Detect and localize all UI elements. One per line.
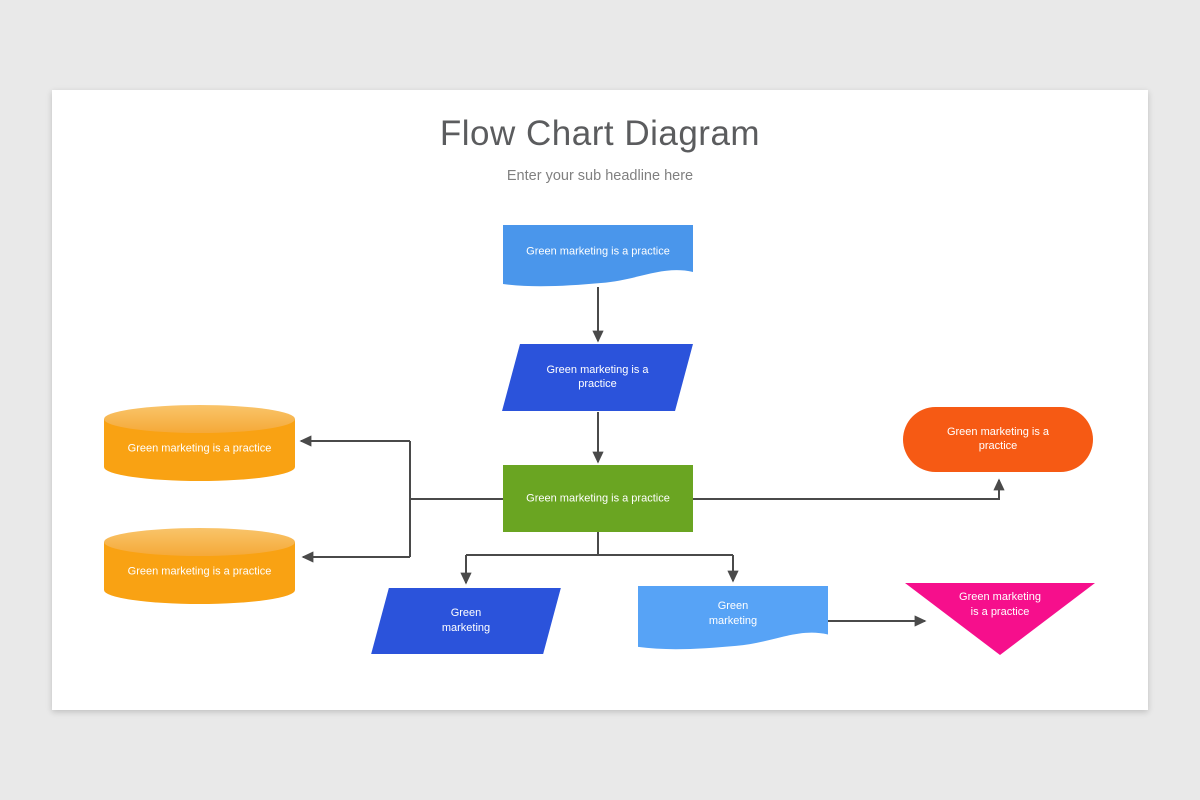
connector-process-left-trunk bbox=[409, 441, 503, 557]
node-label: Green marketing is a practice bbox=[546, 363, 649, 391]
connector-process-to-terminator bbox=[693, 478, 1005, 500]
flow-node-document-top[interactable]: Green marketing is a practice bbox=[503, 225, 693, 287]
flow-node-parallelogram-middle[interactable]: Green marketing is a practice bbox=[502, 344, 693, 411]
slide-subtitle: Enter your sub headline here bbox=[506, 168, 694, 184]
node-label: Green marketing is a practice bbox=[526, 245, 670, 258]
node-label: Green marketing bbox=[441, 607, 491, 634]
document-shape bbox=[638, 586, 828, 650]
flow-node-parallelogram-bottom-left[interactable]: Green marketing bbox=[371, 588, 561, 654]
slide: Flow Chart Diagram Enter your sub headli… bbox=[52, 90, 1148, 710]
cylinder-top bbox=[104, 528, 295, 556]
flow-node-process-center[interactable]: Green marketing is a practice bbox=[503, 465, 693, 532]
connector-layer bbox=[299, 287, 1005, 627]
node-label: Green marketing is a practice bbox=[127, 442, 272, 455]
slide-title: Flow Chart Diagram bbox=[439, 114, 761, 153]
node-label: Green marketing bbox=[708, 600, 758, 628]
node-label: Green marketing is a practice bbox=[959, 591, 1041, 618]
flow-node-database-upper-left[interactable]: Green marketing is a practice bbox=[104, 405, 295, 481]
flow-node-database-lower-left[interactable]: Green marketing is a practice bbox=[104, 528, 295, 604]
flow-node-document-bottom-center[interactable]: Green marketing bbox=[638, 586, 828, 650]
node-label: Green marketing is a practice bbox=[127, 565, 272, 578]
node-label: Green marketing is a practice bbox=[946, 425, 1050, 453]
flow-node-terminator-right[interactable]: Green marketing is a practice bbox=[903, 407, 1093, 472]
connector-process-bottom-trunk bbox=[466, 532, 733, 556]
document-shape bbox=[503, 225, 693, 287]
cylinder-top bbox=[104, 405, 295, 433]
node-label: Green marketing is a practice bbox=[526, 492, 670, 505]
